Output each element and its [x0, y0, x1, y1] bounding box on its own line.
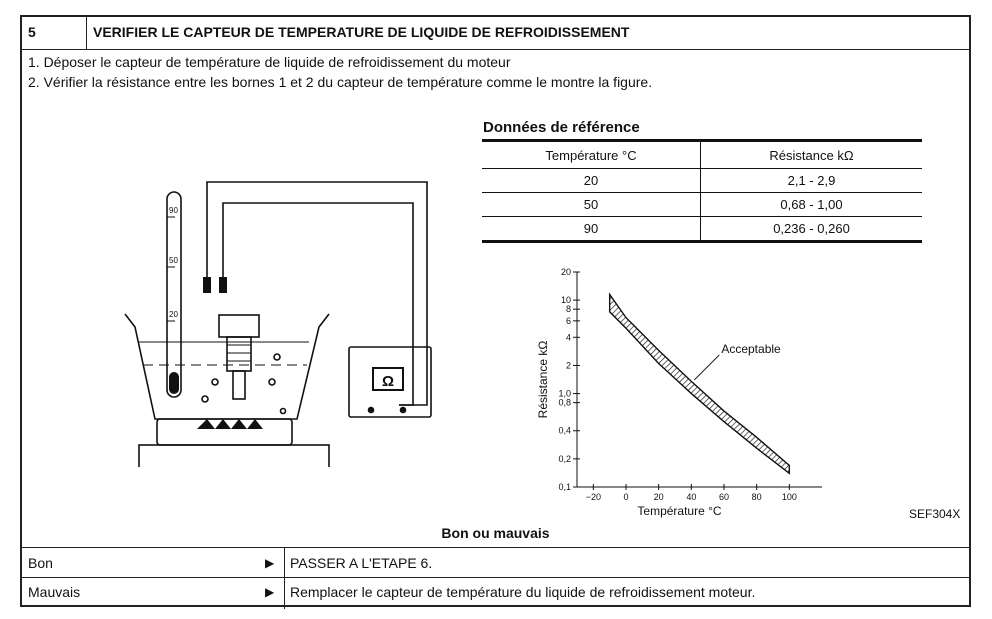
y-tick-label: 10: [561, 295, 571, 305]
table-row: 20 2,1 - 2,9: [482, 168, 922, 193]
instruction-2: 2. Vérifier la résistance entre les born…: [28, 74, 653, 90]
burner-base: [138, 444, 330, 467]
x-tick-label: 100: [782, 492, 797, 502]
ohmmeter-body: [348, 346, 432, 418]
result-bad-arrow-icon: ▶: [265, 585, 275, 599]
x-tick-label: 0: [623, 492, 628, 502]
y-tick-label: 2: [566, 360, 571, 370]
table-row: 50 0,68 - 1,00: [482, 192, 922, 217]
procedure-frame: 5 VERIFIER LE CAPTEUR DE TEMPERATURE DE …: [20, 15, 971, 609]
y-tick-label: 4: [566, 332, 571, 342]
table-cell: 50: [482, 192, 701, 217]
x-tick-label: 20: [654, 492, 664, 502]
result-good-arrow-icon: ▶: [265, 556, 275, 570]
step-title: VERIFIER LE CAPTEUR DE TEMPERATURE DE LI…: [93, 24, 630, 40]
ohmmeter-display: [372, 367, 404, 391]
reference-table: Température °C Résistance kΩ 20 2,1 - 2,…: [482, 139, 922, 243]
y-tick-label: 0,2: [558, 454, 571, 464]
wire-outer: [206, 181, 428, 406]
table-cell: 2,1 - 2,9: [700, 168, 922, 193]
results-row-separator: [22, 577, 969, 578]
table-row: 90 0,236 - 0,260: [482, 216, 922, 243]
sensor-body: [218, 314, 260, 338]
y-tick-label: 1,0: [558, 389, 571, 399]
table-cell: 0,236 - 0,260: [700, 216, 922, 243]
thermometer-mark: 90: [169, 206, 178, 215]
wire-inner: [222, 202, 414, 406]
table-cell: 0,68 - 1,00: [700, 192, 922, 217]
x-tick-label: 80: [752, 492, 762, 502]
header-separator: [22, 49, 969, 50]
reference-header-resistance: Résistance kΩ: [700, 139, 922, 169]
ohm-icon: Ω: [382, 373, 394, 390]
acceptable-band: [608, 292, 791, 475]
sensor-probe: [232, 370, 246, 400]
y-tick-label: 6: [566, 316, 571, 326]
flame-icon: [197, 419, 263, 429]
reference-header-row: Température °C Résistance kΩ: [482, 139, 922, 169]
thermometer-tube: [166, 191, 182, 398]
instruction-1: 1. Déposer le capteur de température de …: [28, 54, 511, 70]
table-cell: 20: [482, 168, 701, 193]
x-tick-label: −20: [586, 492, 601, 502]
figure-code: SEF304X: [909, 507, 961, 521]
reference-header-temperature: Température °C: [482, 139, 701, 169]
annotation-label: Acceptable: [721, 342, 781, 356]
thermometer-mark: 50: [169, 256, 178, 265]
y-tick-label: 0,8: [558, 398, 571, 408]
annotation-leader: [693, 354, 720, 381]
results-separator: [22, 547, 969, 548]
sensor-test-illustration: 90 50 20 Ω: [124, 181, 432, 467]
table-cell: 90: [482, 216, 701, 243]
y-tick-label: 0,1: [558, 482, 571, 492]
ohmmeter-terminal: [399, 406, 407, 414]
result-good-action: PASSER A L'ETAPE 6.: [290, 555, 433, 571]
x-tick-label: 40: [686, 492, 696, 502]
y-tick-label: 8: [566, 304, 571, 314]
result-bad-label: Mauvais: [28, 584, 81, 600]
connector: [219, 277, 227, 293]
result-good-label: Bon: [28, 555, 53, 571]
verdict-title: Bon ou mauvais: [441, 525, 550, 541]
step-number: 5: [28, 24, 36, 40]
y-axis-label: Résistance kΩ: [536, 341, 550, 419]
resistance-chart: 20 108 6 4 2 1,00,8 0,4 0,2 0,1 −20 0 20 40 60 80 100Te…: [536, 267, 822, 518]
ohmmeter-terminal: [367, 406, 375, 414]
y-tick-label: 20: [561, 267, 571, 277]
y-tick-label: 0,4: [558, 426, 571, 436]
result-bad-action: Remplacer le capteur de température du l…: [290, 584, 756, 600]
results-divider: [284, 547, 285, 609]
connector: [203, 277, 211, 293]
thermometer-mark: 20: [169, 310, 178, 319]
header-divider: [86, 17, 87, 49]
thermometer-bulb: [169, 372, 179, 394]
reference-title: Données de référence: [483, 119, 640, 136]
x-tick-label: 60: [719, 492, 729, 502]
x-axis-label: Température °C: [637, 504, 721, 518]
